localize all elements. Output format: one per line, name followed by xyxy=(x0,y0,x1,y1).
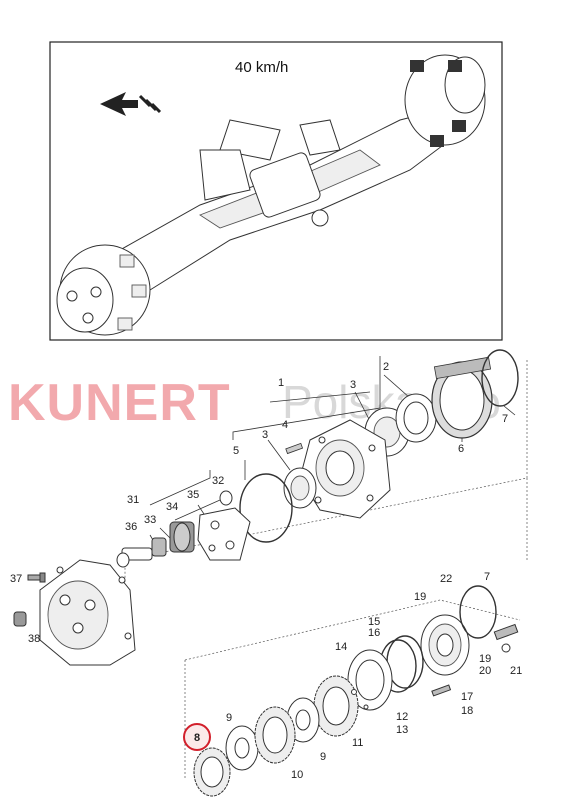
part-number-label: 4 xyxy=(282,419,288,431)
planet-carrier-housing xyxy=(39,559,136,666)
part-number-label: 22 xyxy=(440,573,452,585)
part-number-label: 12 xyxy=(396,711,408,723)
ring-gear xyxy=(431,356,493,439)
exploded-view-parts xyxy=(13,349,528,797)
axle-overview-panel: 40 km/h xyxy=(49,41,503,341)
part-number-label: 37 xyxy=(10,573,22,585)
hub-carrier xyxy=(299,419,391,519)
part-number-label: 14 xyxy=(335,641,347,653)
o-ring xyxy=(239,473,293,543)
part-number-label: 6 xyxy=(458,443,464,455)
part-number-label: 13 xyxy=(396,724,408,736)
part-number-label: 2 xyxy=(383,361,389,373)
direction-arrow-icon xyxy=(100,92,162,116)
part-number-label: 9 xyxy=(320,751,326,763)
part-number-label: 33 xyxy=(144,514,156,526)
part-number-label: 17 xyxy=(461,691,473,703)
part-number-label: 18 xyxy=(461,705,473,717)
part-number-label: 5 xyxy=(233,445,239,457)
highlight-circle xyxy=(183,723,211,751)
part-number-label: 10 xyxy=(291,769,303,781)
part-number-label: 38 xyxy=(28,633,40,645)
speed-label: 40 km/h xyxy=(235,59,288,76)
part-number-label: 19 xyxy=(479,653,491,665)
part-number-label: 15 xyxy=(368,616,380,628)
part-number-label: 8 xyxy=(194,732,200,744)
part-number-label: 35 xyxy=(187,489,199,501)
part-number-label: 31 xyxy=(127,494,139,506)
axle-drawing xyxy=(56,54,486,336)
part-number-label: 3 xyxy=(262,429,268,441)
part-number-label: 36 xyxy=(125,521,137,533)
planet-gear xyxy=(169,521,195,553)
part-number-label: 9 xyxy=(226,712,232,724)
part-number-label: 32 xyxy=(212,475,224,487)
part-number-label: 21 xyxy=(510,665,522,677)
part-number-label: 7 xyxy=(484,571,490,583)
part-number-label: 16 xyxy=(368,627,380,639)
brake-piston-assembly xyxy=(420,614,519,676)
part-number-label: 11 xyxy=(352,737,363,749)
snap-ring xyxy=(481,349,519,407)
leader-line xyxy=(232,356,381,440)
watermark-brand: KUNERT xyxy=(8,374,231,432)
part-number-label: 20 xyxy=(479,665,491,677)
part-number-label: 19 xyxy=(414,591,426,603)
part-number-label: 7 xyxy=(502,413,508,425)
part-number-label: 1 xyxy=(278,377,284,389)
part-number-label: 3 xyxy=(350,379,356,391)
leader-line xyxy=(269,391,371,403)
part-number-label: 34 xyxy=(166,501,178,513)
